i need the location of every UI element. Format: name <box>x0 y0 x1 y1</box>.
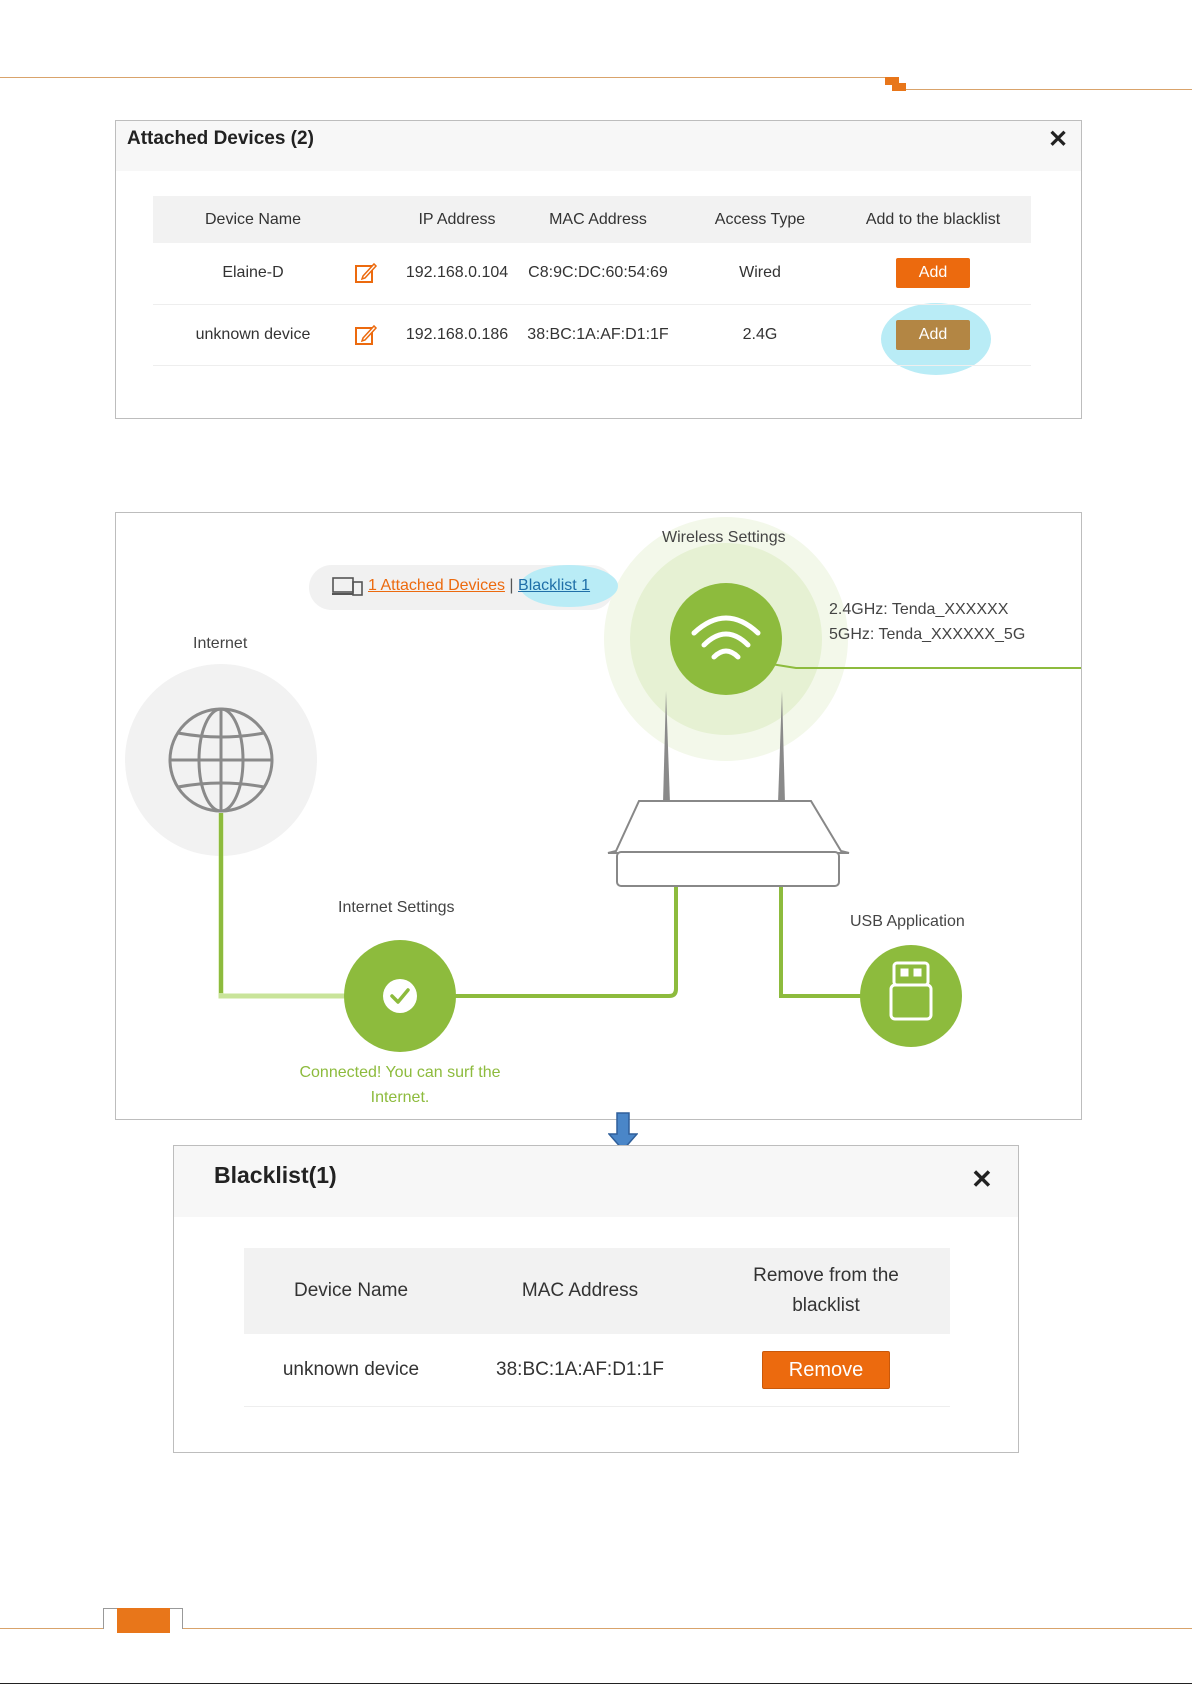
internet-settings-label[interactable]: Internet Settings <box>338 899 455 916</box>
wireless-line <box>770 663 1081 669</box>
wireless-settings-label[interactable]: Wireless Settings <box>662 529 786 546</box>
usb-line <box>779 886 861 998</box>
col-device-name: Device Name <box>153 196 353 243</box>
edit-icon[interactable] <box>354 323 378 347</box>
mac-address: 38:BC:1A:AF:D1:1F <box>511 304 685 366</box>
footer-rule <box>0 1628 1192 1629</box>
network-diagram <box>125 517 1081 1052</box>
header-ornament <box>885 77 899 85</box>
device-name: unknown device <box>153 304 353 366</box>
ip-address: 192.168.0.186 <box>403 304 511 366</box>
add-to-blacklist-button[interactable]: Add <box>896 258 970 289</box>
dialog-header <box>174 1146 1018 1217</box>
col-remove: Remove from the blacklist <box>702 1248 950 1334</box>
col-ip-address: IP Address <box>403 196 511 243</box>
edit-icon[interactable] <box>354 261 378 285</box>
attached-devices-link[interactable]: 1 Attached Devices <box>368 577 505 594</box>
router-line <box>451 886 678 998</box>
network-status-panel: 1 Attached Devices | Blacklist 1 Wireles… <box>115 512 1082 1120</box>
footer-bottom-rule <box>0 1683 1192 1684</box>
blacklist-dialog: Blacklist(1) ✕ Device Name MAC Address R… <box>173 1145 1019 1453</box>
arrow-down-icon <box>608 1112 638 1152</box>
footer-ornament <box>117 1608 170 1633</box>
device-name: unknown device <box>244 1334 458 1407</box>
col-mac-address: MAC Address <box>458 1248 702 1334</box>
status-line-1: Connected! You can surf the <box>299 1064 501 1081</box>
table-header-row: Device Name IP Address MAC Address Acces… <box>153 196 1031 243</box>
dialog-title: Blacklist(1) <box>214 1162 337 1188</box>
usb-application-label[interactable]: USB Application <box>850 913 965 930</box>
wifi-icon <box>691 615 761 660</box>
attached-devices-table: Device Name IP Address MAC Address Acces… <box>153 196 1031 366</box>
check-icon-bg <box>383 979 417 1013</box>
table-header-row: Device Name MAC Address Remove from the … <box>244 1248 950 1334</box>
router-icon <box>607 691 850 887</box>
col-add-blacklist: Add to the blacklist <box>835 196 1031 243</box>
usb-icon <box>889 961 933 1021</box>
globe-icon <box>168 707 274 813</box>
col-edit-spacer <box>353 196 403 243</box>
close-icon[interactable]: ✕ <box>1048 126 1069 153</box>
wireless-circle <box>670 583 782 695</box>
dialog-header <box>116 121 1081 171</box>
dialog-title: Attached Devices (2) <box>127 128 314 149</box>
blacklist-link[interactable]: Blacklist 1 <box>518 577 591 594</box>
ssid-24ghz: 2.4GHz: Tenda_XXXXXX <box>829 601 1009 618</box>
header-rule <box>0 77 885 78</box>
device-name: Elaine-D <box>153 243 353 305</box>
blacklist-table: Device Name MAC Address Remove from the … <box>244 1248 950 1407</box>
close-icon[interactable]: ✕ <box>971 1164 993 1194</box>
ssid-5ghz: 5GHz: Tenda_XXXXXX_5G <box>829 626 1026 643</box>
internet-line <box>218 813 348 999</box>
access-type: Wired <box>685 243 835 305</box>
remove-button[interactable]: Remove <box>762 1350 890 1389</box>
blacklist-link-highlight <box>520 565 618 607</box>
col-access-type: Access Type <box>685 196 835 243</box>
status-line-2: Internet. <box>370 1089 430 1106</box>
attached-devices-dialog: Attached Devices (2) ✕ Device Name IP Ad… <box>115 120 1082 419</box>
internet-label: Internet <box>193 635 248 652</box>
table-row: Elaine-D 192.168.0.104 C8:9C:DC:60:54:69… <box>153 243 1031 305</box>
access-type: 2.4G <box>685 304 835 366</box>
ip-address: 192.168.0.104 <box>403 243 511 305</box>
col-mac-address: MAC Address <box>511 196 685 243</box>
col-remove-line-2: blacklist <box>792 1295 860 1316</box>
devices-icon <box>332 577 363 596</box>
usb-circle <box>860 945 962 1047</box>
check-icon <box>390 988 410 1004</box>
mac-address: 38:BC:1A:AF:D1:1F <box>458 1334 702 1407</box>
header-ornament-2 <box>892 83 906 91</box>
add-to-blacklist-button-selected[interactable]: Add <box>896 319 970 350</box>
link-separator: | <box>509 577 514 594</box>
col-remove-line-1: Remove from the <box>753 1265 899 1286</box>
table-row: unknown device 192.168.0.186 38:BC:1A:AF… <box>153 304 1031 366</box>
mac-address: C8:9C:DC:60:54:69 <box>511 243 685 305</box>
header-rule-right <box>900 89 1192 90</box>
col-device-name: Device Name <box>244 1248 458 1334</box>
table-row: unknown device 38:BC:1A:AF:D1:1F Remove <box>244 1334 950 1407</box>
connection-status: Connected! You can surf the Internet. <box>250 1060 550 1110</box>
